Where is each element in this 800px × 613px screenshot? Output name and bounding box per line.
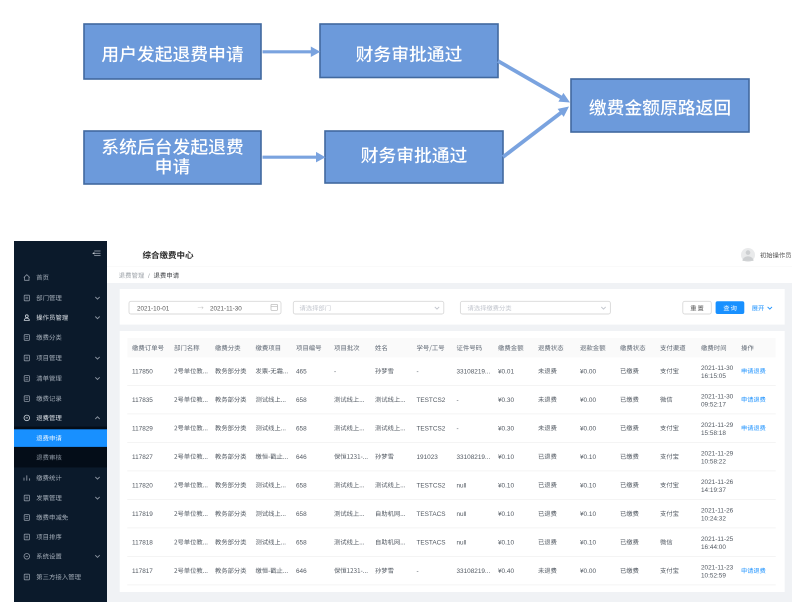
svg-text:33108219...: 33108219... bbox=[457, 568, 491, 575]
svg-text:16:44:00: 16:44:00 bbox=[701, 544, 726, 551]
svg-text:null: null bbox=[457, 539, 467, 546]
svg-text:16:15:05: 16:15:05 bbox=[701, 373, 726, 380]
svg-text:33108219...: 33108219... bbox=[457, 368, 491, 375]
svg-text:117818: 117818 bbox=[132, 539, 153, 546]
svg-text:117835: 117835 bbox=[132, 397, 153, 404]
svg-text:¥0.10: ¥0.10 bbox=[498, 454, 514, 461]
svg-text:¥0.10: ¥0.10 bbox=[498, 511, 514, 518]
svg-text:09:52:17: 09:52:17 bbox=[701, 402, 726, 409]
svg-text:¥0.00: ¥0.00 bbox=[580, 368, 596, 375]
svg-text:-: - bbox=[457, 397, 459, 404]
svg-text:¥0.10: ¥0.10 bbox=[498, 539, 514, 546]
svg-text:117829: 117829 bbox=[132, 425, 153, 432]
svg-text:¥0.01: ¥0.01 bbox=[498, 368, 514, 375]
svg-text:¥0.00: ¥0.00 bbox=[580, 568, 596, 575]
svg-text:TESTACS: TESTACS bbox=[417, 511, 446, 518]
svg-text:33108219...: 33108219... bbox=[457, 454, 491, 461]
svg-text:¥0.30: ¥0.30 bbox=[498, 397, 514, 404]
svg-text:-: - bbox=[334, 368, 336, 375]
svg-text:646: 646 bbox=[296, 568, 307, 575]
svg-text:658: 658 bbox=[296, 511, 307, 518]
svg-text:117820: 117820 bbox=[132, 482, 153, 489]
svg-text:/: / bbox=[148, 273, 150, 280]
svg-text:¥0.40: ¥0.40 bbox=[498, 568, 514, 575]
svg-text:-: - bbox=[457, 425, 459, 432]
svg-text:¥0.10: ¥0.10 bbox=[580, 482, 596, 489]
svg-text:191023: 191023 bbox=[417, 454, 439, 461]
svg-text:2021-11-30: 2021-11-30 bbox=[701, 365, 734, 372]
svg-text:117827: 117827 bbox=[132, 454, 153, 461]
svg-text:14:19:37: 14:19:37 bbox=[701, 487, 726, 494]
svg-text:658: 658 bbox=[296, 539, 307, 546]
svg-text:¥0.10: ¥0.10 bbox=[498, 482, 514, 489]
svg-text:2021-11-23: 2021-11-23 bbox=[701, 564, 734, 571]
svg-text:15:58:18: 15:58:18 bbox=[701, 430, 726, 437]
svg-text:¥0.30: ¥0.30 bbox=[498, 425, 514, 432]
svg-text:2021-11-26: 2021-11-26 bbox=[701, 479, 734, 486]
svg-text:2021-11-26: 2021-11-26 bbox=[701, 507, 734, 514]
svg-text:10:58:22: 10:58:22 bbox=[701, 459, 726, 466]
svg-text:TESTACS: TESTACS bbox=[417, 539, 446, 546]
svg-text:2021-11-30: 2021-11-30 bbox=[701, 393, 734, 400]
svg-text:658: 658 bbox=[296, 482, 307, 489]
svg-text:117817: 117817 bbox=[132, 568, 153, 575]
svg-text:2021-11-29: 2021-11-29 bbox=[701, 422, 734, 429]
svg-text:TESTCS2: TESTCS2 bbox=[417, 482, 446, 489]
svg-text:2021-11-30: 2021-11-30 bbox=[210, 305, 242, 312]
svg-text:117850: 117850 bbox=[132, 368, 153, 375]
svg-text:¥0.00: ¥0.00 bbox=[580, 397, 596, 404]
svg-text:2021-10-01: 2021-10-01 bbox=[137, 305, 170, 312]
svg-text:117819: 117819 bbox=[132, 511, 153, 518]
svg-text:658: 658 bbox=[296, 397, 307, 404]
svg-text:null: null bbox=[457, 511, 467, 518]
svg-text:646: 646 bbox=[296, 454, 307, 461]
svg-text:2021-11-29: 2021-11-29 bbox=[701, 450, 734, 457]
svg-text:10:24:32: 10:24:32 bbox=[701, 516, 726, 523]
svg-text:TESTCS2: TESTCS2 bbox=[417, 397, 446, 404]
svg-text:-: - bbox=[417, 568, 419, 575]
svg-text:465: 465 bbox=[296, 368, 307, 375]
svg-text:¥0.00: ¥0.00 bbox=[580, 425, 596, 432]
svg-text:¥0.10: ¥0.10 bbox=[580, 539, 596, 546]
svg-text:10:52:59: 10:52:59 bbox=[701, 573, 726, 580]
svg-text:¥0.10: ¥0.10 bbox=[580, 511, 596, 518]
svg-text:¥0.10: ¥0.10 bbox=[580, 454, 596, 461]
svg-text:TESTCS2: TESTCS2 bbox=[417, 425, 446, 432]
svg-text:658: 658 bbox=[296, 425, 307, 432]
svg-text:2021-11-25: 2021-11-25 bbox=[701, 536, 734, 543]
svg-text:null: null bbox=[457, 482, 467, 489]
svg-text:-: - bbox=[417, 368, 419, 375]
